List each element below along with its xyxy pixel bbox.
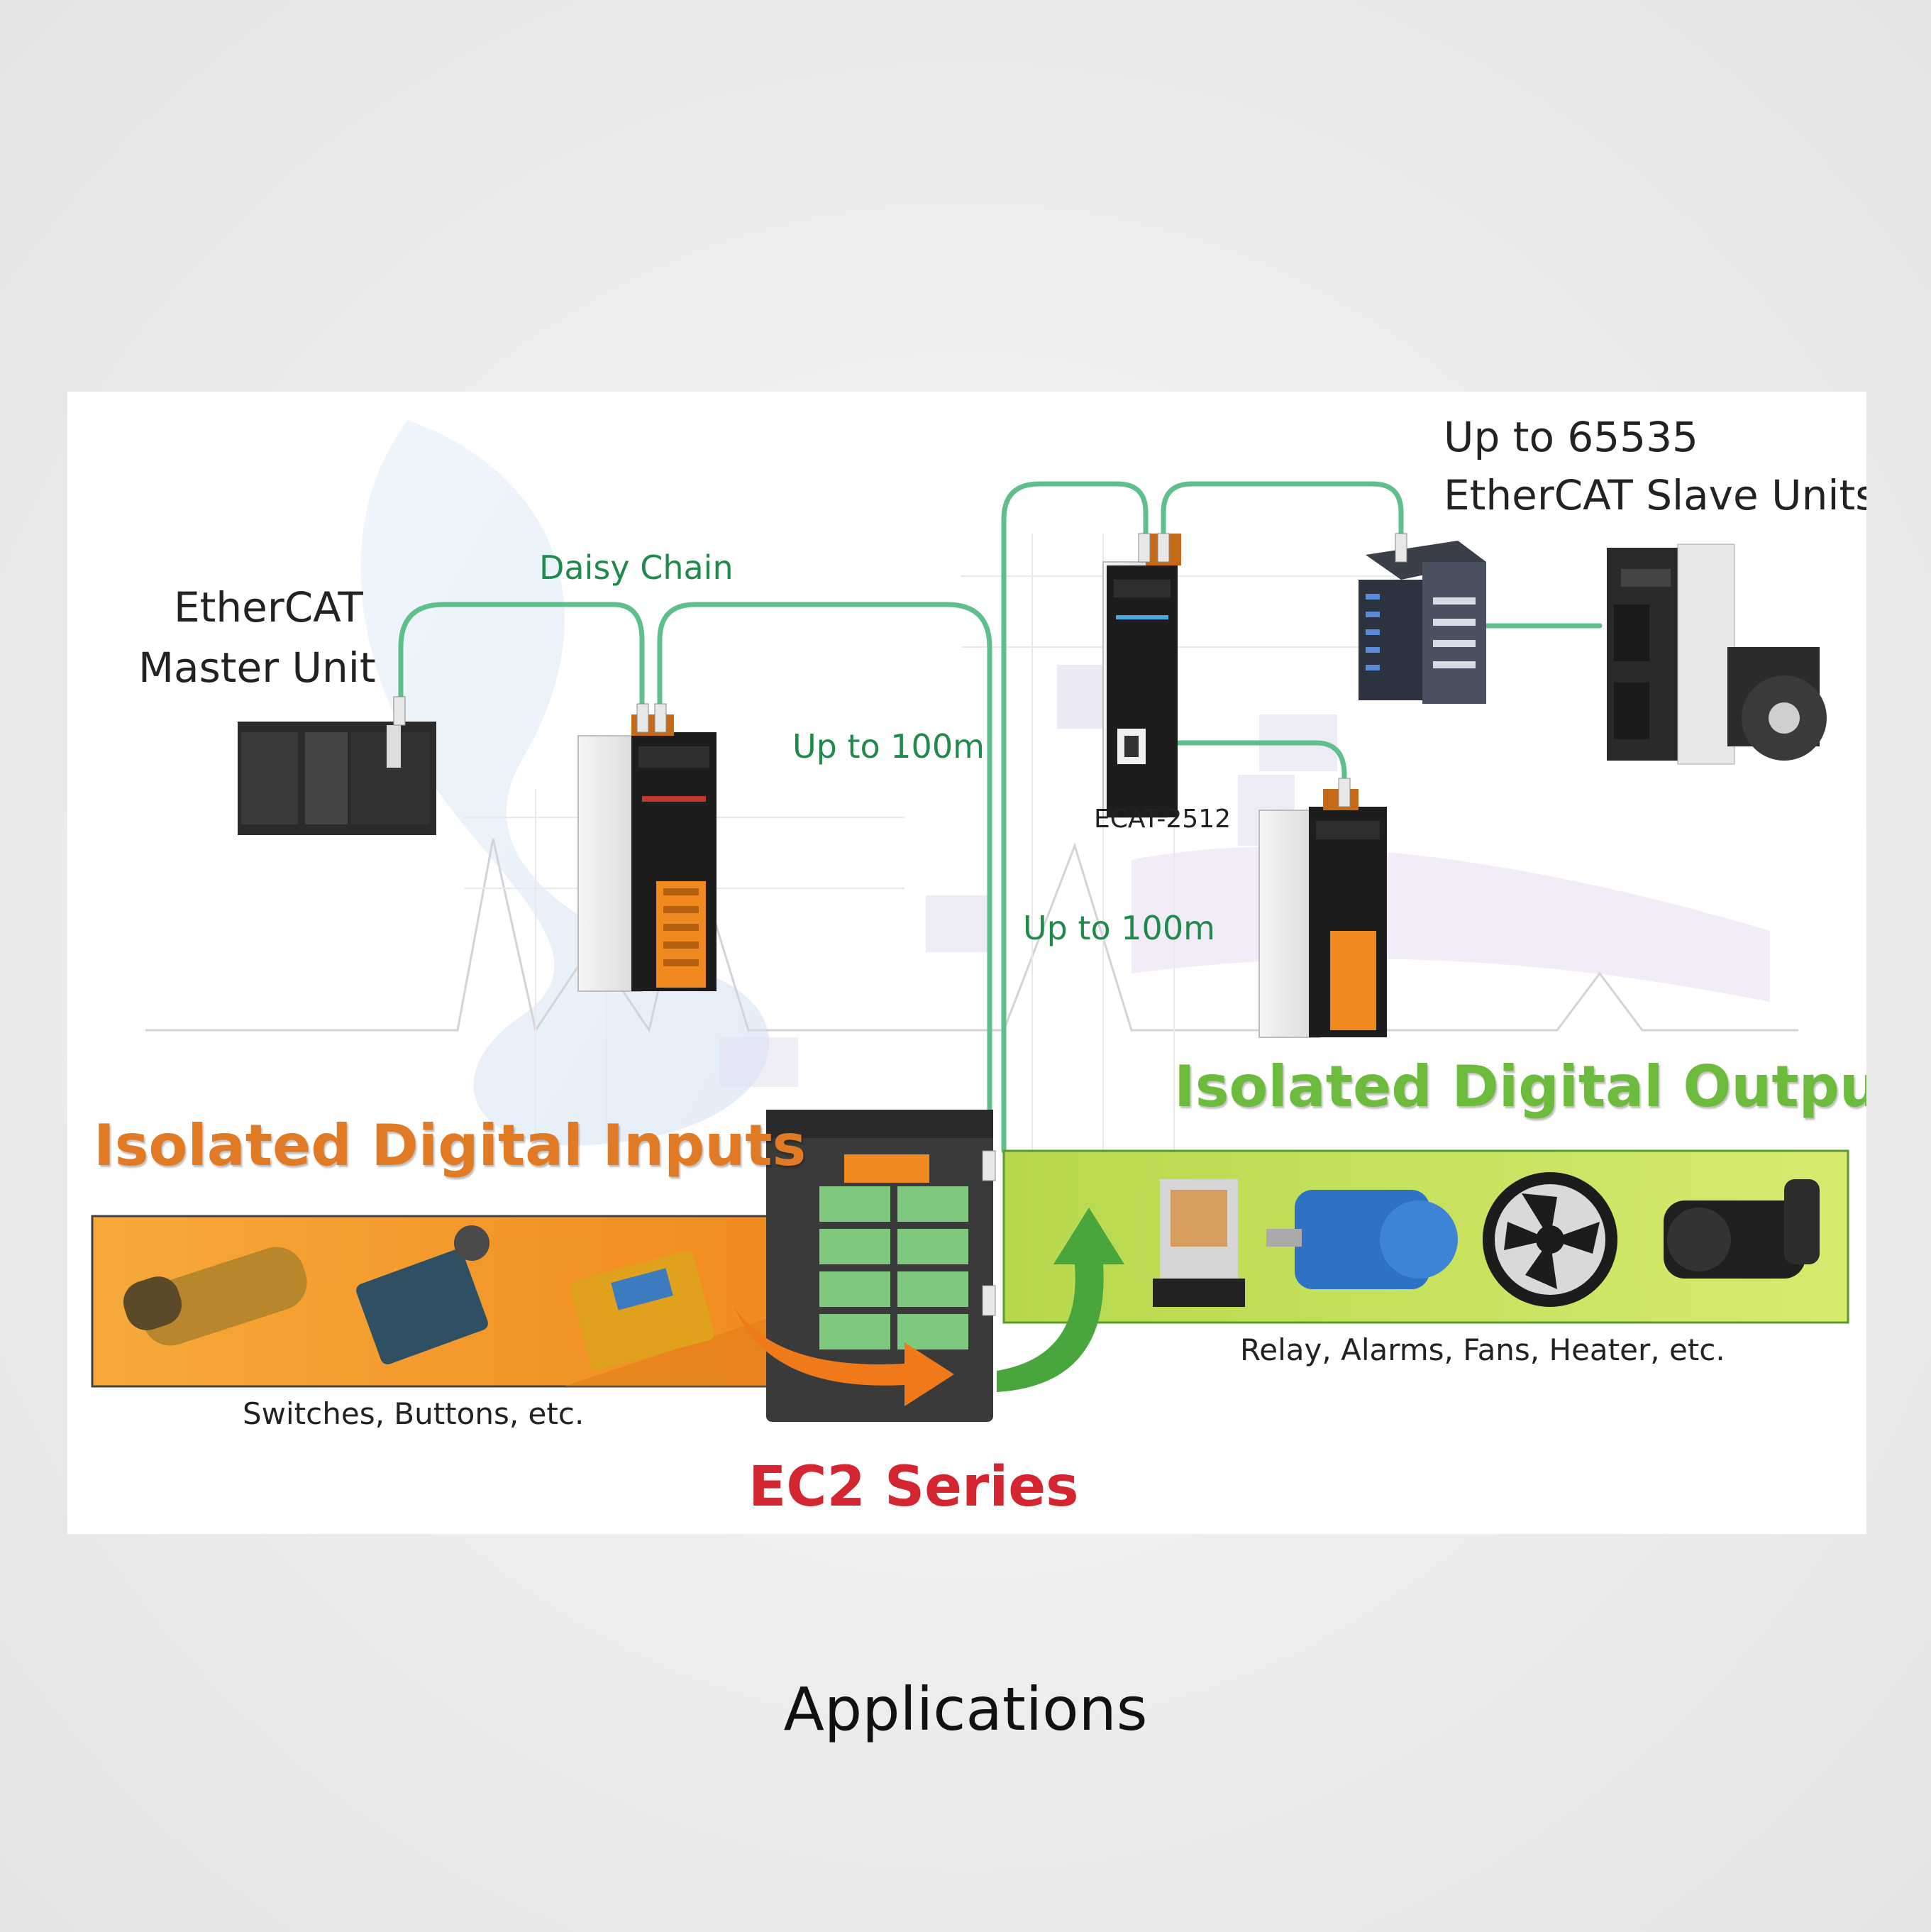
- ethernet-cables: [398, 481, 1603, 1310]
- slave-units-label-line1: Up to 65535: [1444, 413, 1698, 461]
- axial-fan: [1483, 1172, 1617, 1307]
- slave-units-label-line2: EtherCAT Slave Units: [1444, 471, 1866, 519]
- ecat-2060-module-2: [1258, 778, 1387, 1038]
- io-server-box: [1359, 533, 1486, 704]
- distance-label-bottom: Up to 100m: [1023, 909, 1215, 947]
- ethercat-master-plc: [238, 696, 436, 835]
- electric-motor: [1266, 1190, 1458, 1289]
- series-name-label: EC2 Series: [748, 1455, 1079, 1519]
- relay: [1153, 1179, 1245, 1307]
- ec2-series-module: [766, 1110, 996, 1422]
- daisy-chain-label: Daisy Chain: [539, 548, 734, 587]
- inputs-title: Isolated Digital Inputs: [94, 1113, 807, 1178]
- ecat-2512-module: [1102, 533, 1181, 818]
- inputs-caption: Switches, Buttons, etc.: [243, 1396, 585, 1431]
- input-arrow: [734, 1307, 954, 1406]
- outputs-title: Isolated Digital Outputs: [1174, 1054, 1866, 1120]
- application-diagram: EtherCAT Master Unit Daisy Chain Up to 1…: [67, 392, 1866, 1534]
- diagram-canvas: [91, 420, 1849, 1422]
- master-unit-label-line1: EtherCAT: [174, 583, 363, 631]
- ecat-model-label: ECAT-2512: [1094, 805, 1232, 834]
- ecat-2060-module-1: [577, 703, 716, 992]
- master-unit-label-line2: Master Unit: [138, 644, 376, 692]
- distance-label-top: Up to 100m: [792, 727, 985, 766]
- limit-switch: [356, 1225, 489, 1364]
- output-arrow: [997, 1208, 1124, 1392]
- square-sensor: [570, 1251, 714, 1370]
- servo-motor: [1727, 647, 1827, 761]
- outputs-caption: Relay, Alarms, Fans, Heater, etc.: [1240, 1332, 1725, 1367]
- proximity-sensor: [123, 1247, 307, 1346]
- servo-drive: [1607, 543, 1735, 765]
- heater-motor: [1664, 1179, 1820, 1279]
- page-caption: Applications: [783, 1674, 1148, 1744]
